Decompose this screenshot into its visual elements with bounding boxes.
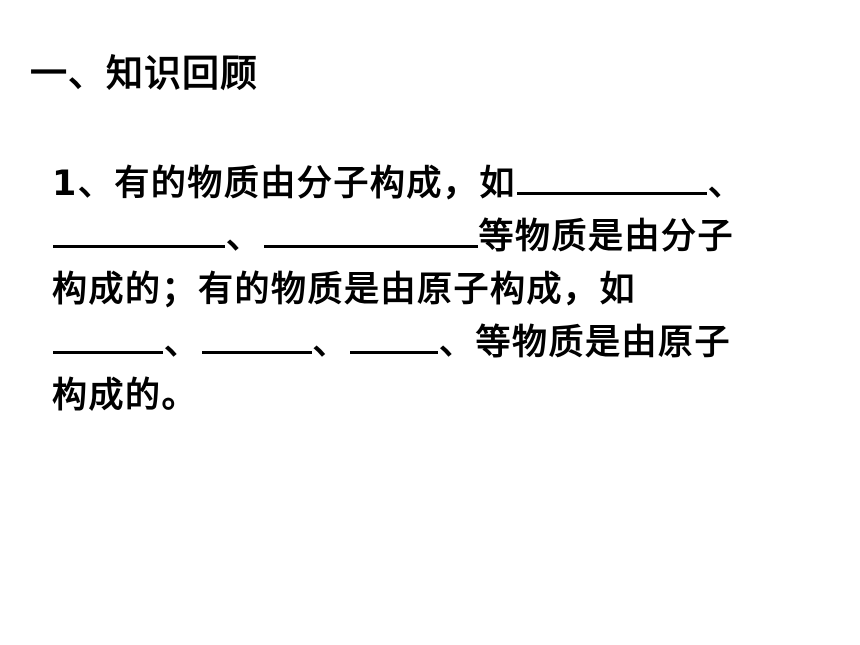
line2-separator: 、 bbox=[226, 217, 263, 257]
line3-text: 构成的；有的物质是由原子构成，如 bbox=[52, 270, 637, 310]
question-line-3: 构成的；有的物质是由原子构成，如 bbox=[52, 264, 832, 317]
line1-separator: 、 bbox=[707, 164, 745, 204]
answer-blank-5[interactable] bbox=[201, 321, 312, 354]
answer-blank-1[interactable] bbox=[516, 162, 707, 195]
answer-blank-6[interactable] bbox=[350, 321, 439, 354]
question-body: 1、有的物质由分子构成，如、 、等物质是由分子 构成的；有的物质是由原子构成，如… bbox=[52, 158, 832, 423]
answer-blank-4[interactable] bbox=[53, 321, 163, 354]
line1-text: 1、有的物质由分子构成，如 bbox=[52, 164, 516, 204]
line4-separator-2: 、 bbox=[312, 323, 350, 363]
question-line-5: 构成的。 bbox=[52, 370, 832, 423]
question-line-2: 、 等物质是由分子 bbox=[52, 211, 832, 264]
line4-text: 、等物质是由原子 bbox=[439, 323, 732, 363]
line4-separator-1: 、 bbox=[164, 323, 201, 363]
line2-text: 等物质是由分子 bbox=[478, 217, 735, 257]
answer-blank-3[interactable] bbox=[263, 215, 478, 248]
question-line-1: 1、有的物质由分子构成，如 、 bbox=[52, 158, 832, 211]
line5-text: 构成的。 bbox=[52, 376, 199, 416]
question-line-4: 、 、 、等物质是由原子 bbox=[52, 317, 832, 370]
answer-blank-2[interactable] bbox=[53, 215, 225, 248]
section-title: 一、知识回顾 bbox=[30, 52, 258, 95]
